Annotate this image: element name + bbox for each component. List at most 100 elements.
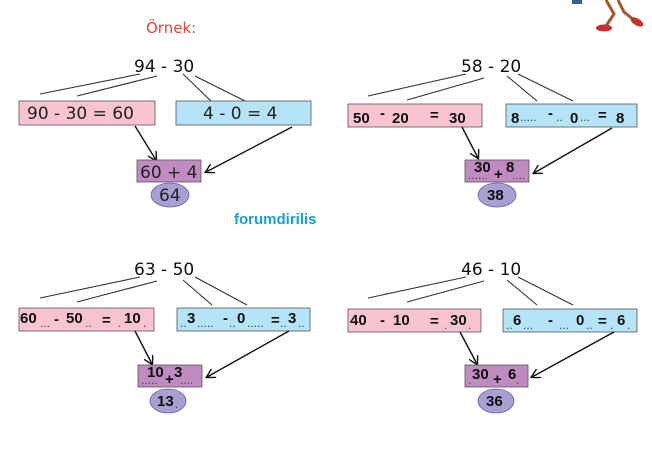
svg-text:..: ..	[556, 110, 563, 124]
sum-box	[464, 364, 529, 388]
example-label: Örnek:	[146, 18, 196, 37]
watermark-text: forumdirilis	[234, 211, 317, 228]
result-value: 13	[157, 393, 174, 410]
tens-subtrahend: 50	[66, 310, 83, 327]
svg-text:-: -	[380, 105, 385, 122]
svg-text:.: .	[627, 318, 630, 332]
ones-difference: 6	[617, 312, 625, 329]
svg-text:=: =	[598, 107, 607, 124]
svg-text:....: ....	[180, 373, 193, 387]
ones-box	[502, 308, 638, 333]
sum-left: 30	[472, 366, 489, 383]
tens-equation: 90 - 30 = 60	[27, 104, 134, 124]
problem-1: 94 - 30 90 - 30 = 60 4 - 0 = 4 60 + 4 64	[18, 57, 312, 208]
result-oval	[149, 388, 187, 414]
svg-text:=: =	[271, 312, 280, 329]
sum-left: 10	[147, 364, 164, 381]
sum-box	[136, 159, 202, 183]
problem-expression: 46 - 10	[461, 260, 521, 280]
svg-text:.: .	[444, 318, 447, 332]
ones-equation: 4 - 0 = 4	[203, 104, 277, 124]
svg-text:.....: .....	[197, 316, 214, 330]
svg-text:=: =	[430, 313, 439, 330]
svg-text:....: ....	[512, 168, 525, 182]
problem-2: 58 - 20 50 - 20 = 30 8 ..... - .. 0 ... …	[347, 57, 638, 208]
sum-right: 3	[174, 364, 182, 381]
ones-minuend: 3	[187, 310, 195, 327]
svg-text:...: ...	[40, 316, 50, 330]
problem-3: 63 - 50 60 ... - 50 .. = . 10 . .. 3 ...…	[18, 260, 311, 414]
tens-minuend: 50	[353, 110, 370, 127]
result-value: 38	[487, 187, 504, 204]
tens-box	[18, 100, 156, 126]
sum-expression: 60 + 4	[140, 163, 198, 183]
svg-text:+: +	[165, 371, 174, 388]
svg-text:.: .	[118, 316, 121, 330]
svg-text:+: +	[493, 371, 502, 388]
problem-4: 46 - 10 40 - 10 = . 30 . .. 6 ... - ... …	[347, 260, 638, 414]
svg-text:..: ..	[85, 316, 92, 330]
svg-text:..: ..	[280, 316, 287, 330]
result-oval	[150, 182, 190, 208]
sum-left: 30	[474, 159, 491, 176]
svg-text:+: +	[494, 166, 503, 183]
svg-text:.: .	[468, 373, 471, 387]
ones-subtrahend: 0	[570, 110, 578, 127]
ones-difference: 8	[616, 110, 624, 127]
svg-text:.: .	[175, 397, 178, 411]
svg-text:..: ..	[586, 318, 593, 332]
tens-box	[347, 308, 482, 333]
svg-text:..: ..	[180, 316, 187, 330]
sum-box	[464, 159, 530, 183]
result-oval	[477, 182, 517, 208]
tens-box	[347, 103, 483, 128]
svg-text:-: -	[223, 310, 228, 327]
svg-text:..: ..	[506, 318, 513, 332]
sum-right: 8	[506, 159, 514, 176]
svg-text:...: ...	[523, 318, 533, 332]
result-value: 36	[486, 393, 503, 410]
svg-text:......: ......	[468, 168, 488, 182]
svg-text:...: ...	[580, 110, 590, 124]
ones-minuend: 6	[513, 312, 521, 329]
svg-text:=: =	[102, 312, 111, 329]
ones-subtrahend: 0	[576, 312, 584, 329]
tens-minuend: 40	[350, 312, 367, 329]
problem-expression: 58 - 20	[461, 57, 521, 77]
svg-text:-: -	[54, 311, 59, 328]
tens-subtrahend: 10	[393, 312, 410, 329]
sum-right: 6	[508, 366, 516, 383]
svg-text:-: -	[548, 105, 553, 122]
tens-difference: 30	[450, 312, 467, 329]
svg-text:..: ..	[298, 316, 305, 330]
tens-box	[18, 307, 155, 332]
ones-minuend: 8	[511, 110, 519, 127]
svg-text:...: ...	[559, 318, 569, 332]
tens-difference: 10	[124, 310, 141, 327]
svg-text:.: .	[610, 318, 613, 332]
svg-text:..: ..	[229, 316, 236, 330]
svg-text:=: =	[598, 313, 607, 330]
svg-text:-: -	[548, 312, 553, 329]
problem-expression: 94 - 30	[134, 57, 194, 77]
result-oval	[477, 388, 515, 414]
svg-text:.: .	[516, 373, 519, 387]
result-value: 64	[159, 186, 181, 206]
svg-text:.....: .....	[247, 316, 264, 330]
tens-subtrahend: 20	[392, 110, 409, 127]
ones-subtrahend: 0	[237, 310, 245, 327]
svg-text:.....: .....	[520, 110, 537, 124]
tens-minuend: 60	[20, 310, 37, 327]
svg-text:=: =	[430, 107, 439, 124]
svg-text:-: -	[380, 312, 385, 329]
svg-text:.: .	[143, 316, 146, 330]
tens-difference: 30	[449, 110, 466, 127]
svg-text:.: .	[468, 318, 471, 332]
ones-difference: 3	[288, 310, 296, 327]
problem-expression: 63 - 50	[134, 260, 194, 280]
svg-text:.....: .....	[141, 373, 158, 387]
child-illustration-icon	[572, 0, 644, 32]
ones-box	[175, 100, 312, 126]
ones-box	[505, 103, 638, 128]
